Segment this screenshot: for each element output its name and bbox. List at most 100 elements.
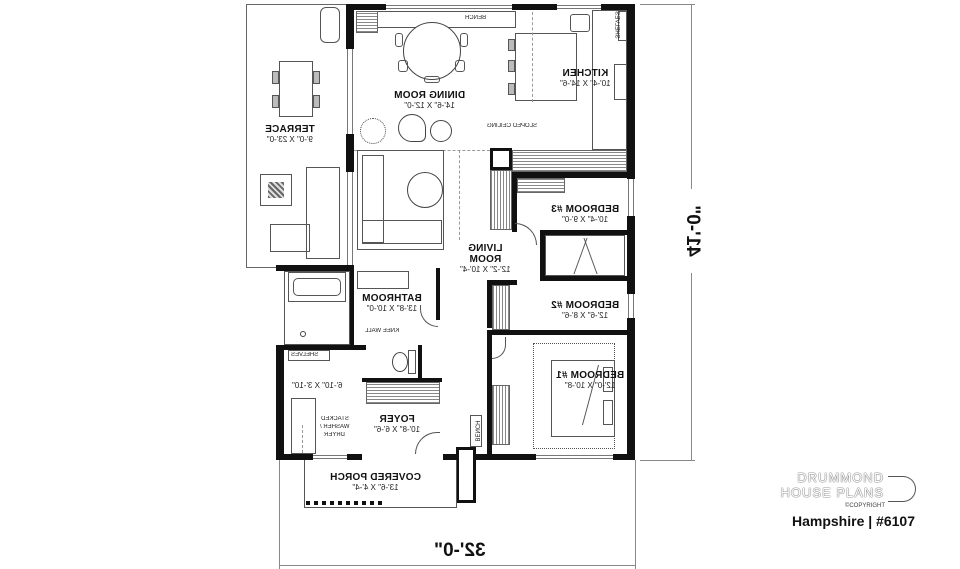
dimension-tick [635, 460, 636, 569]
washer-label: STACKED WASHER / DRYER [320, 416, 350, 438]
terrace-chaise [320, 7, 340, 43]
kitchen-counter-lower [512, 150, 627, 172]
wall [346, 4, 354, 49]
fridge [490, 148, 512, 170]
wall [346, 4, 386, 10]
covered-porch [304, 460, 457, 508]
window [557, 5, 601, 9]
wall [487, 280, 492, 328]
porch-post [456, 447, 476, 503]
wall [627, 4, 635, 179]
bedroom2-closet [545, 235, 625, 276]
dimension-tick [279, 460, 280, 569]
wall [512, 172, 627, 178]
wall [347, 454, 362, 460]
terrace-chair [313, 95, 320, 108]
dining-chair [395, 33, 403, 47]
wall [487, 330, 627, 335]
side-table [430, 120, 452, 142]
window [628, 294, 634, 318]
wall [540, 230, 545, 280]
stairs [366, 382, 440, 404]
terrace-sofa-arm [270, 224, 310, 252]
pantry [490, 170, 512, 230]
stool [508, 83, 515, 95]
washer [291, 398, 316, 454]
bathtub-inner [293, 278, 341, 296]
wall [512, 172, 517, 232]
knee-wall-label: KNEE WALL [365, 328, 400, 334]
armchair [398, 114, 426, 142]
window [313, 455, 347, 459]
dining-chair [460, 33, 468, 47]
wall [276, 345, 284, 460]
wall [418, 345, 422, 381]
washer-dash [302, 425, 303, 453]
sofa-back [362, 155, 384, 243]
sliding-door [347, 172, 353, 265]
sofa [357, 150, 444, 250]
plant [360, 118, 386, 144]
shower-area [284, 271, 350, 345]
branding: DRUMMOND HOUSE PLANS ©COPYRIGHT Hampshir… [770, 468, 930, 538]
kitchen-sink [570, 14, 590, 32]
dining-table [403, 22, 461, 80]
plan-name: Hampshire | #6107 [792, 513, 915, 529]
bedroom2-shelf [492, 285, 510, 330]
sloped-ceiling-label: SLOPED CEILING [487, 123, 538, 129]
dimension-tick [640, 460, 695, 461]
toilet [392, 352, 408, 372]
wall [512, 4, 557, 10]
window [386, 5, 512, 9]
wall [613, 454, 635, 460]
room-label-laundry: 6'-10" X 3'-10" [292, 381, 343, 390]
coffee-table [407, 172, 443, 208]
wall [276, 345, 366, 350]
kitchen-island [515, 33, 577, 101]
terrace-firepit-center [268, 182, 284, 198]
wall [601, 4, 635, 10]
bathtub [288, 272, 346, 302]
terrace-firepit [260, 174, 292, 206]
bed [551, 360, 615, 437]
dimension-line-width [279, 565, 635, 566]
wall [540, 230, 627, 235]
width-dimension-label: 32'-0" [415, 540, 505, 562]
door-swing [515, 223, 537, 245]
bedroom3-closet [517, 178, 565, 193]
sofa-bottom [362, 220, 442, 244]
kitchen-shelves-label: SHELVES [613, 11, 620, 39]
wall [362, 378, 442, 382]
dimension-tick [640, 4, 695, 5]
terrace-table [279, 61, 313, 117]
terrace-chair [313, 71, 320, 84]
wall [487, 280, 517, 285]
wall [443, 454, 536, 460]
terrace-chair [272, 95, 279, 108]
brand-line1: DRUMMOND [797, 470, 884, 485]
wall [436, 268, 440, 320]
terrace-sofa [306, 167, 340, 259]
dining-chair [424, 76, 440, 83]
wall [276, 454, 313, 460]
kitchen-island-dash [532, 12, 533, 102]
stool [508, 60, 515, 72]
foyer-bench-label: BENCH [473, 420, 480, 442]
kitchen-stove [614, 64, 627, 100]
brand-line2: HOUSE PLANS [780, 485, 884, 500]
bed-pillow [603, 367, 613, 392]
door-swing [492, 337, 506, 359]
shelves-laundry-label: SHELVES [291, 352, 319, 358]
brand-copyright: ©COPYRIGHT [844, 503, 885, 509]
bedroom1-dresser [492, 385, 510, 445]
kitchen-shelves [618, 11, 627, 41]
